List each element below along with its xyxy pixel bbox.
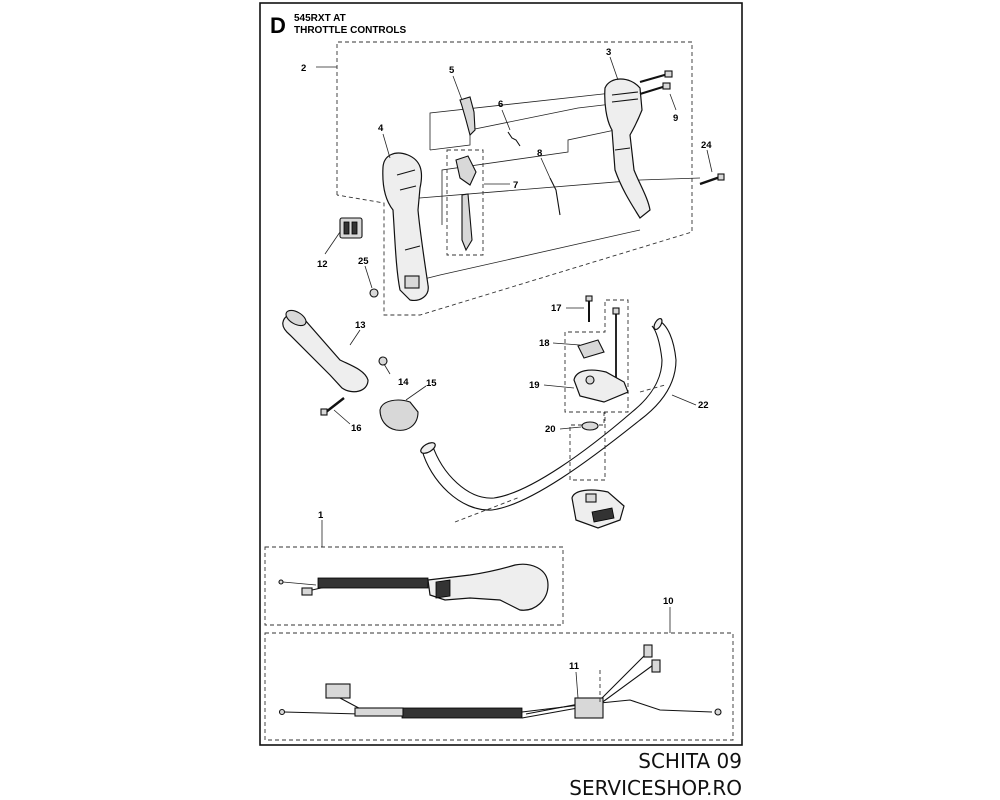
- loop-bar: [421, 319, 677, 511]
- label-2: 2: [301, 63, 306, 74]
- section-letter: D: [270, 13, 286, 38]
- clamp-plate-18: [577, 339, 605, 359]
- spring-8: [549, 177, 561, 216]
- clamp-group: [564, 295, 629, 529]
- handle-assembly-group: [336, 41, 725, 316]
- label-15: 15: [426, 378, 437, 389]
- label-25: 25: [358, 256, 369, 267]
- label-19: 19: [529, 380, 540, 391]
- leader-lines: [316, 56, 713, 699]
- label-17: 17: [551, 303, 562, 314]
- throttle-lever: [459, 96, 476, 137]
- screws-9: [639, 70, 673, 96]
- nut-25: [369, 288, 379, 298]
- label-5: 5: [449, 65, 455, 76]
- label-6: 6: [498, 99, 503, 110]
- label-11: 11: [569, 661, 580, 672]
- washer-14: [378, 356, 388, 366]
- site-label: SERVICESHOP.RO: [569, 776, 742, 800]
- label-3: 3: [606, 47, 611, 58]
- label-4: 4: [378, 123, 384, 134]
- cable-sleeve-10: [401, 707, 523, 719]
- connector: [574, 697, 604, 719]
- label-12: 12: [317, 259, 328, 270]
- assembly-10-group: [264, 632, 734, 741]
- label-8: 8: [537, 148, 542, 159]
- model-name: 545RXT AT: [294, 13, 346, 24]
- lower-clamp: [571, 489, 625, 529]
- screw-17: [585, 295, 593, 302]
- trigger: [455, 155, 477, 186]
- loop-handle-group: [282, 309, 677, 523]
- label-7: 7: [513, 180, 518, 191]
- bolt-16: [320, 397, 345, 416]
- assembled-handle: [427, 563, 549, 611]
- label-20: 20: [545, 424, 556, 435]
- handle-housing: [382, 152, 429, 301]
- label-24: 24: [701, 140, 712, 151]
- washer-20: [581, 421, 599, 431]
- trigger-rod: [461, 193, 473, 252]
- cable-sleeve: [317, 577, 429, 589]
- stop-switch: [339, 217, 363, 239]
- section-title: THROTTLE CONTROLS: [294, 25, 407, 36]
- label-9: 9: [673, 113, 678, 124]
- screw-24: [699, 173, 725, 186]
- label-18: 18: [539, 338, 550, 349]
- part-number-labels: 2 3 4 5 6 7 8 9 24 12 25 13 14 15 16 17 …: [301, 47, 712, 672]
- label-10: 10: [663, 596, 674, 607]
- assembly-1-group: [264, 546, 564, 626]
- clamp-19: [573, 369, 629, 403]
- label-13: 13: [355, 320, 366, 331]
- label-1: 1: [318, 510, 324, 521]
- diagram-border: [259, 2, 743, 746]
- label-14: 14: [398, 377, 409, 388]
- spring-6: [507, 131, 521, 147]
- knob: [379, 399, 419, 431]
- label-22: 22: [698, 400, 709, 411]
- label-16: 16: [351, 423, 362, 434]
- sheet-label: SCHITA 09: [638, 749, 742, 773]
